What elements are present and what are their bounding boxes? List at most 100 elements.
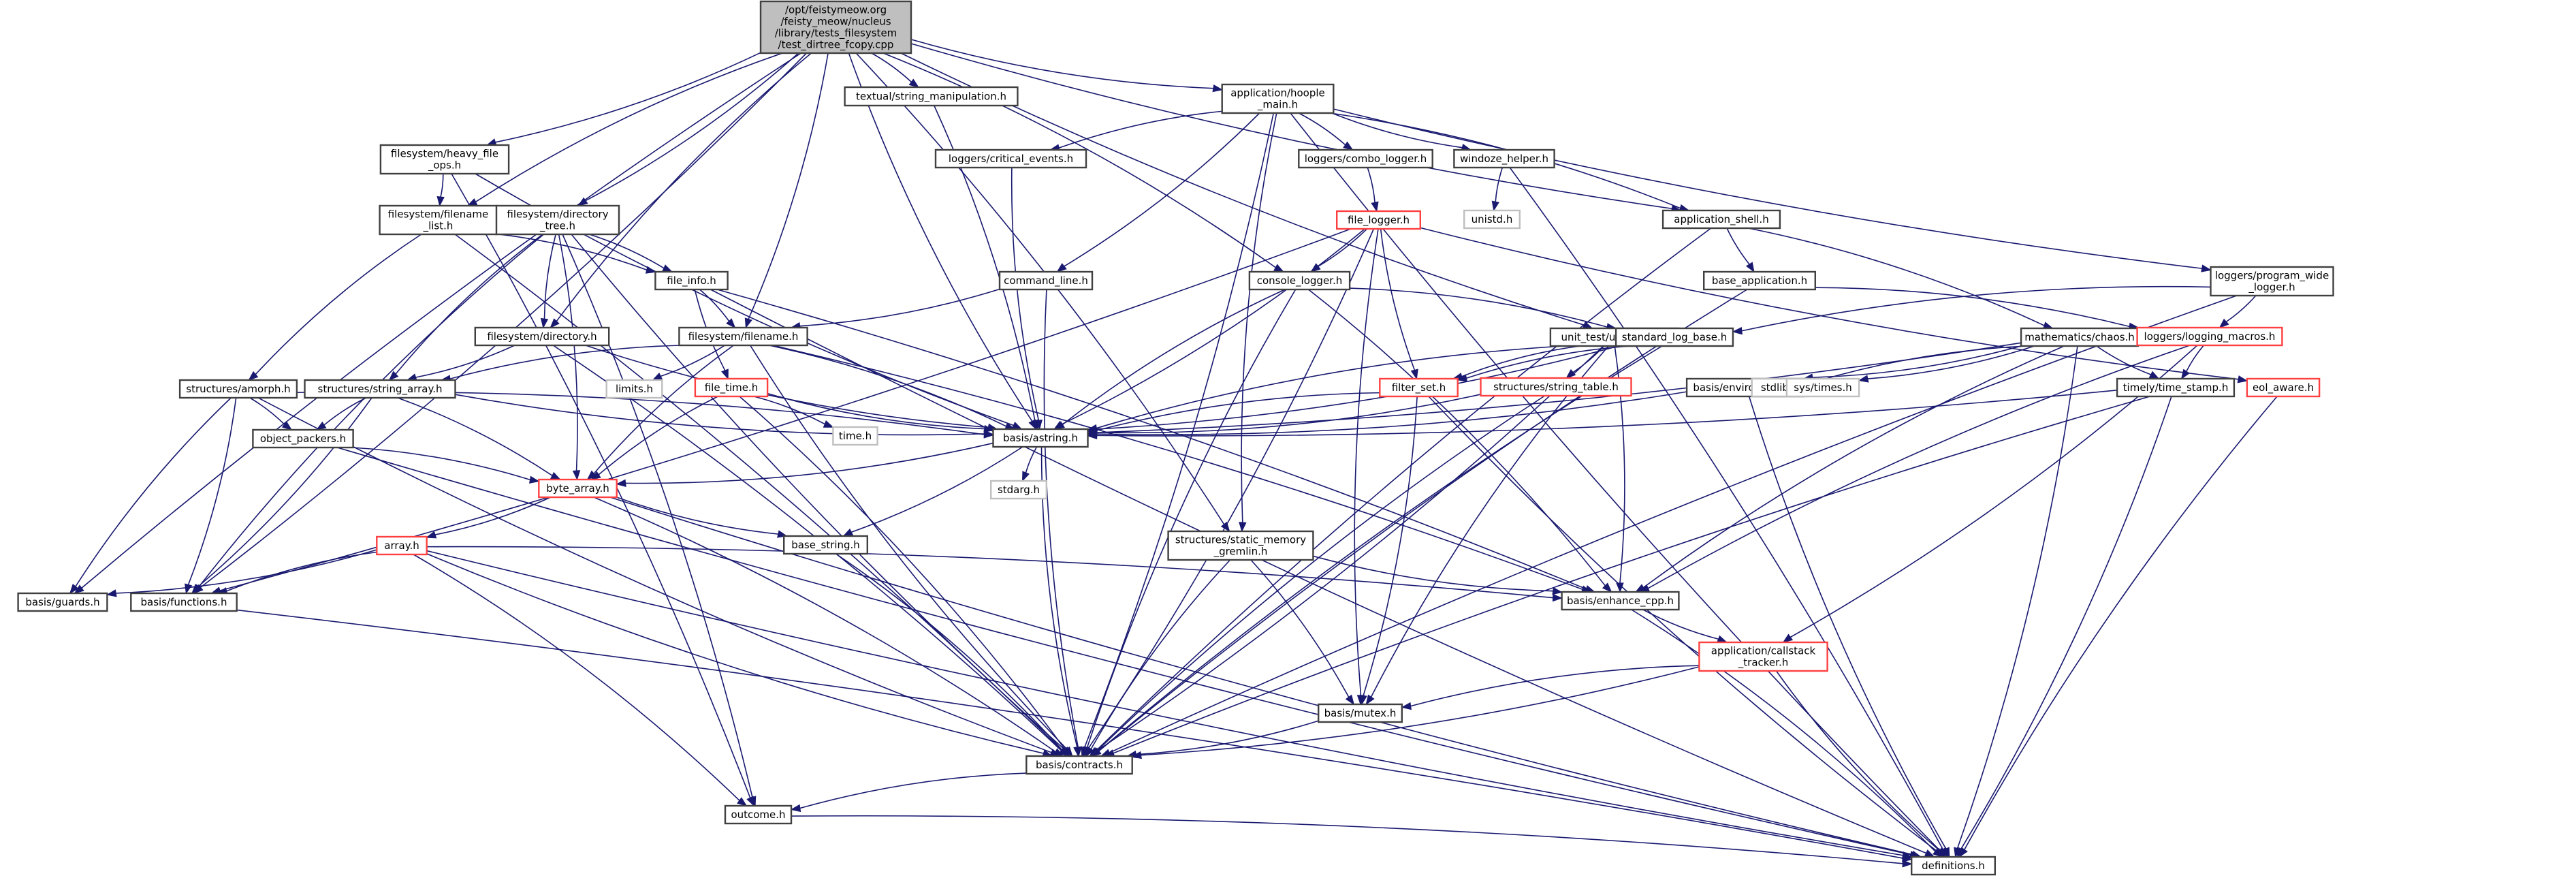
node-object-packers[interactable]: object_packers.h — [252, 428, 354, 449]
arrowhead-icon — [1552, 586, 1563, 595]
node-guards[interactable]: basis/guards.h — [17, 592, 108, 612]
node-file-time[interactable]: file_time.h — [694, 377, 769, 398]
node-box — [1785, 377, 1860, 398]
node-label: filesystem/directory.h — [487, 330, 597, 343]
node-standard-log-base[interactable]: standard_log_base.h — [1615, 327, 1734, 347]
node-string-table[interactable]: structures/string_table.h — [1480, 377, 1632, 397]
node-sys-times: sys/times.h — [1785, 377, 1860, 398]
edge-line — [1964, 396, 2278, 850]
edge-time_stamp-to-contracts — [1104, 396, 2150, 757]
arrowhead-icon — [983, 424, 994, 433]
edge-line — [475, 52, 783, 203]
node-definitions[interactable]: definitions.h — [1910, 856, 1996, 876]
arrowhead-icon — [1902, 860, 1913, 868]
edge-array-to-contracts — [426, 553, 1053, 757]
arrowhead-icon — [1090, 747, 1100, 757]
node-eol-aware[interactable]: eol_aware.h — [2246, 377, 2321, 398]
node-string-array[interactable]: structures/string_array.h — [304, 379, 456, 399]
edge-line — [1614, 345, 1625, 584]
edge-line — [1812, 345, 2022, 378]
edge-line — [351, 447, 530, 481]
edge-application_shell-to-contracts — [1089, 228, 1712, 757]
edge-line — [585, 52, 799, 202]
node-enhance-cpp[interactable]: basis/enhance_cpp.h — [1561, 591, 1680, 611]
node-label: _tracker.h — [1738, 657, 1788, 670]
node-label: command_line.h — [1004, 275, 1088, 287]
node-root[interactable]: /opt/feistymeow.org/feisty_meow/nucleus/… — [759, 0, 912, 54]
edge-root-to-application_shell — [910, 43, 1682, 213]
edge-file_time-to-byte_array — [590, 396, 718, 480]
node-filename[interactable]: filesystem/filename.h — [678, 326, 808, 347]
node-static-memory-gremlin[interactable]: structures/static_memory_gremlin.h — [1167, 530, 1314, 561]
node-mutex[interactable]: basis/mutex.h — [1317, 703, 1403, 723]
node-label: _logger.h — [2248, 281, 2295, 294]
node-label: structures/string_table.h — [1493, 381, 1619, 394]
node-box — [759, 0, 912, 54]
edge-object_packers-to-byte_array — [351, 447, 540, 484]
arrowhead-icon — [1056, 263, 1067, 272]
arrowhead-icon — [1616, 582, 1624, 593]
node-heavy-file-ops[interactable]: filesystem/heavy_file_ops.h — [379, 144, 510, 175]
node-directory[interactable]: filesystem/directory.h — [474, 326, 610, 347]
edge-line — [1410, 665, 1700, 707]
node-base-string[interactable]: base_string.h — [782, 535, 868, 555]
edge-hoople_main-to-program_wide_logger — [1333, 108, 2212, 272]
edge-line — [1096, 394, 1481, 434]
node-label: eol_aware.h — [2253, 381, 2314, 394]
arrowhead-icon — [2219, 318, 2229, 328]
node-critical-events[interactable]: loggers/critical_events.h — [934, 148, 1087, 169]
node-filename-list[interactable]: filesystem/filename_list.h — [379, 204, 498, 236]
node-limits: limits.h — [605, 379, 663, 399]
node-application-shell[interactable]: application_shell.h — [1661, 209, 1781, 230]
edge-line — [455, 394, 985, 436]
node-time-stamp[interactable]: timely/time_stamp.h — [2116, 377, 2236, 398]
node-filter-set[interactable]: filter_set.h — [1379, 377, 1459, 398]
node-logging-macros[interactable]: loggers/logging_macros.h — [2136, 326, 2283, 347]
edge-line — [449, 345, 682, 379]
node-label: sys/times.h — [1794, 381, 1852, 394]
edge-line — [593, 345, 734, 474]
edge-unit_base-to-enhance_cpp — [1614, 345, 1625, 593]
node-astring[interactable]: basis/astring.h — [992, 428, 1089, 448]
node-box — [2020, 327, 2140, 347]
edge-directory_tree-to-byte_array — [558, 234, 581, 481]
node-windoze-helper[interactable]: windoze_helper.h — [1453, 148, 1555, 169]
edge-line — [1097, 395, 1546, 751]
node-hoople-main[interactable]: application/hoople_main.h — [1221, 83, 1335, 114]
node-array[interactable]: array.h — [376, 535, 428, 556]
edge-root-to-filename — [744, 52, 829, 329]
edge-line — [1096, 392, 1380, 431]
edge-line — [710, 289, 1926, 854]
edge-time_stamp-to-astring — [1087, 390, 2118, 440]
arrowhead-icon — [1060, 747, 1070, 757]
node-combo-logger[interactable]: loggers/combo_logger.h — [1298, 148, 1433, 169]
node-string-manipulation[interactable]: textual/string_manipulation.h — [844, 86, 1019, 107]
edge-line — [1367, 167, 1376, 203]
node-functions[interactable]: basis/functions.h — [130, 592, 238, 612]
node-file-info[interactable]: file_info.h — [654, 270, 729, 291]
node-base-application[interactable]: base_application.h — [1702, 270, 1816, 291]
node-contracts[interactable]: basis/contracts.h — [1025, 755, 1133, 775]
node-command-line[interactable]: command_line.h — [998, 270, 1094, 291]
arrowhead-icon — [1936, 847, 1946, 858]
node-file-logger[interactable]: file_logger.h — [1335, 210, 1421, 230]
node-console-logger[interactable]: console_logger.h — [1248, 270, 1351, 291]
node-unistd: unistd.h — [1463, 209, 1521, 230]
edge-line — [496, 233, 648, 271]
edge-directory_tree-to-file_info — [589, 234, 673, 272]
edge-line — [699, 289, 730, 322]
arrowhead-icon — [1273, 264, 1284, 272]
node-chaos[interactable]: mathematics/chaos.h — [2020, 327, 2140, 347]
node-byte-array[interactable]: byte_array.h — [538, 478, 618, 499]
node-directory-tree[interactable]: filesystem/directory_tree.h — [495, 204, 620, 236]
arrowhead-icon — [1087, 431, 1098, 440]
edge-line — [1509, 167, 1943, 850]
edge-line — [337, 447, 1911, 856]
node-program-wide-logger[interactable]: loggers/program_wide_logger.h — [2210, 266, 2334, 297]
edge-line — [1308, 289, 1606, 586]
node-callstack-tracker[interactable]: application/callstack_tracker.h — [1698, 641, 1828, 672]
node-amorph[interactable]: structures/amorph.h — [178, 379, 298, 399]
node-outcome[interactable]: outcome.h — [724, 804, 793, 825]
node-box — [130, 592, 238, 612]
node-label: filter_set.h — [1392, 381, 1446, 394]
